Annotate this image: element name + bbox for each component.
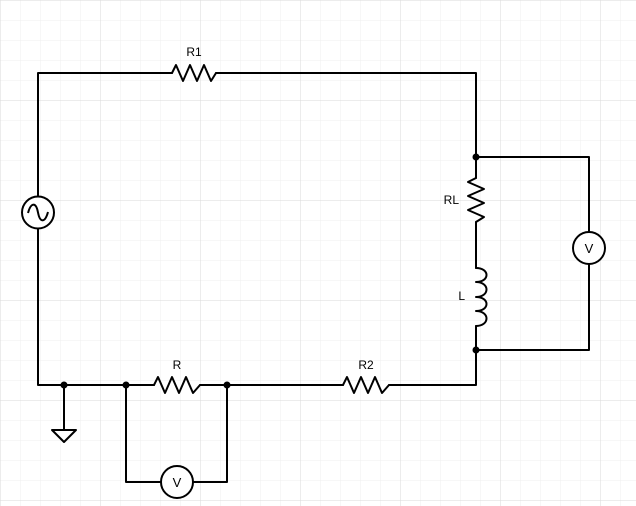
wire-voltmeter-bottom-left <box>125 384 162 483</box>
r-label: R <box>173 358 182 372</box>
junction-dots <box>60 153 480 389</box>
junction-dot <box>472 153 480 161</box>
voltmeter-icon <box>572 231 606 265</box>
voltmeter-bottom: V <box>160 465 194 499</box>
resistor-r <box>153 376 201 394</box>
resistor-rl <box>467 177 485 223</box>
voltmeter-right: V <box>572 231 606 265</box>
junction-dot <box>122 381 130 389</box>
junction-dot <box>223 381 231 389</box>
wire-voltmeter-right-top <box>475 156 590 233</box>
wire-l-to-r2 <box>388 325 477 386</box>
junction-dot <box>472 346 480 354</box>
wire-bottom-left <box>37 228 155 386</box>
wire-top-right <box>215 72 477 179</box>
r2-label: R2 <box>358 358 374 372</box>
wire-left-top <box>37 72 173 197</box>
l-label: L <box>458 289 465 303</box>
wire-voltmeter-right-bottom <box>475 263 590 351</box>
resistor-r1 <box>171 64 217 82</box>
voltmeter-bottom-label: V <box>173 475 182 490</box>
r1-label: R1 <box>186 45 202 59</box>
voltmeter-right-label: V <box>585 241 594 256</box>
inductor-l <box>475 267 488 327</box>
wire-voltmeter-bottom-right <box>192 384 228 483</box>
wires <box>37 72 590 483</box>
rl-label: RL <box>444 193 460 207</box>
resistor-r2 <box>342 376 390 394</box>
voltmeter-icon <box>160 465 194 499</box>
ground-icon <box>51 429 77 443</box>
junction-dot <box>60 381 68 389</box>
ac-source-icon <box>21 195 55 230</box>
